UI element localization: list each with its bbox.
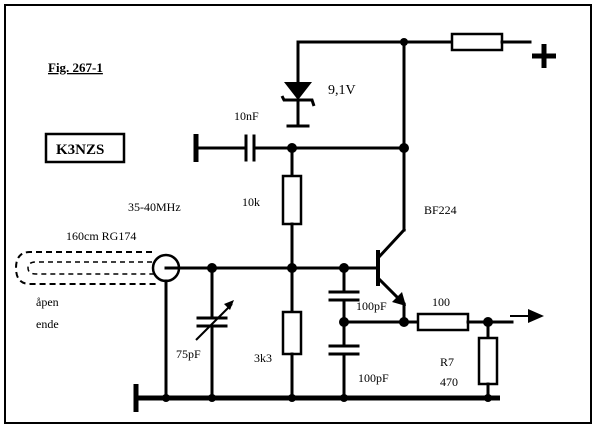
coax-outer-dashed (14, 251, 158, 285)
series-resistor (416, 312, 470, 332)
junction-collector-top (400, 38, 408, 46)
junction-ground-bias (288, 394, 296, 402)
zener-label: 9,1V (328, 83, 356, 98)
series-resistor-label: 100 (432, 295, 450, 309)
load-resistor-value: 470 (440, 375, 458, 389)
figure-frame (4, 4, 592, 424)
feedback-cap-label: 100pF (356, 299, 387, 313)
cable-label: 160cm RG174 (66, 229, 136, 243)
junction-ground-coax (162, 394, 170, 402)
input-cap-label: 10nF (234, 109, 259, 123)
transistor-label: BF224 (424, 203, 457, 217)
zener-diode-symbol (284, 82, 312, 100)
coax-inner-dashed (27, 261, 156, 275)
frequency-label: 35-40MHz (128, 200, 181, 214)
junction-ground-trimmer (208, 394, 216, 402)
supply-resistor (450, 32, 504, 52)
trimmer-arrow-shaft (195, 303, 233, 341)
transistor-collector-lead (375, 227, 407, 261)
trimmer-label: 75pF (176, 347, 201, 361)
load-resistor-name: R7 (440, 355, 454, 369)
junction-ground-emitter-cap (340, 394, 348, 402)
callsign-box (44, 132, 126, 164)
open-end-label-2: ende (36, 317, 59, 331)
callsign-label: K3NZS (56, 142, 104, 158)
open-end-label-1: åpen (36, 295, 59, 309)
junction-emitter-out (399, 317, 409, 327)
bias-resistor-3k3 (281, 310, 303, 356)
figure-title: Fig. 267-1 (48, 60, 103, 75)
bias-bottom-label: 3k3 (254, 351, 272, 365)
emitter-cap-label: 100pF (358, 371, 389, 385)
trimmer-arrow-head (224, 300, 234, 310)
junction-ground-load (484, 394, 492, 402)
bias-top-label: 10k (242, 195, 260, 209)
output-arrow-head (528, 309, 544, 323)
load-resistor (477, 336, 499, 386)
bias-resistor-10k (281, 174, 303, 226)
